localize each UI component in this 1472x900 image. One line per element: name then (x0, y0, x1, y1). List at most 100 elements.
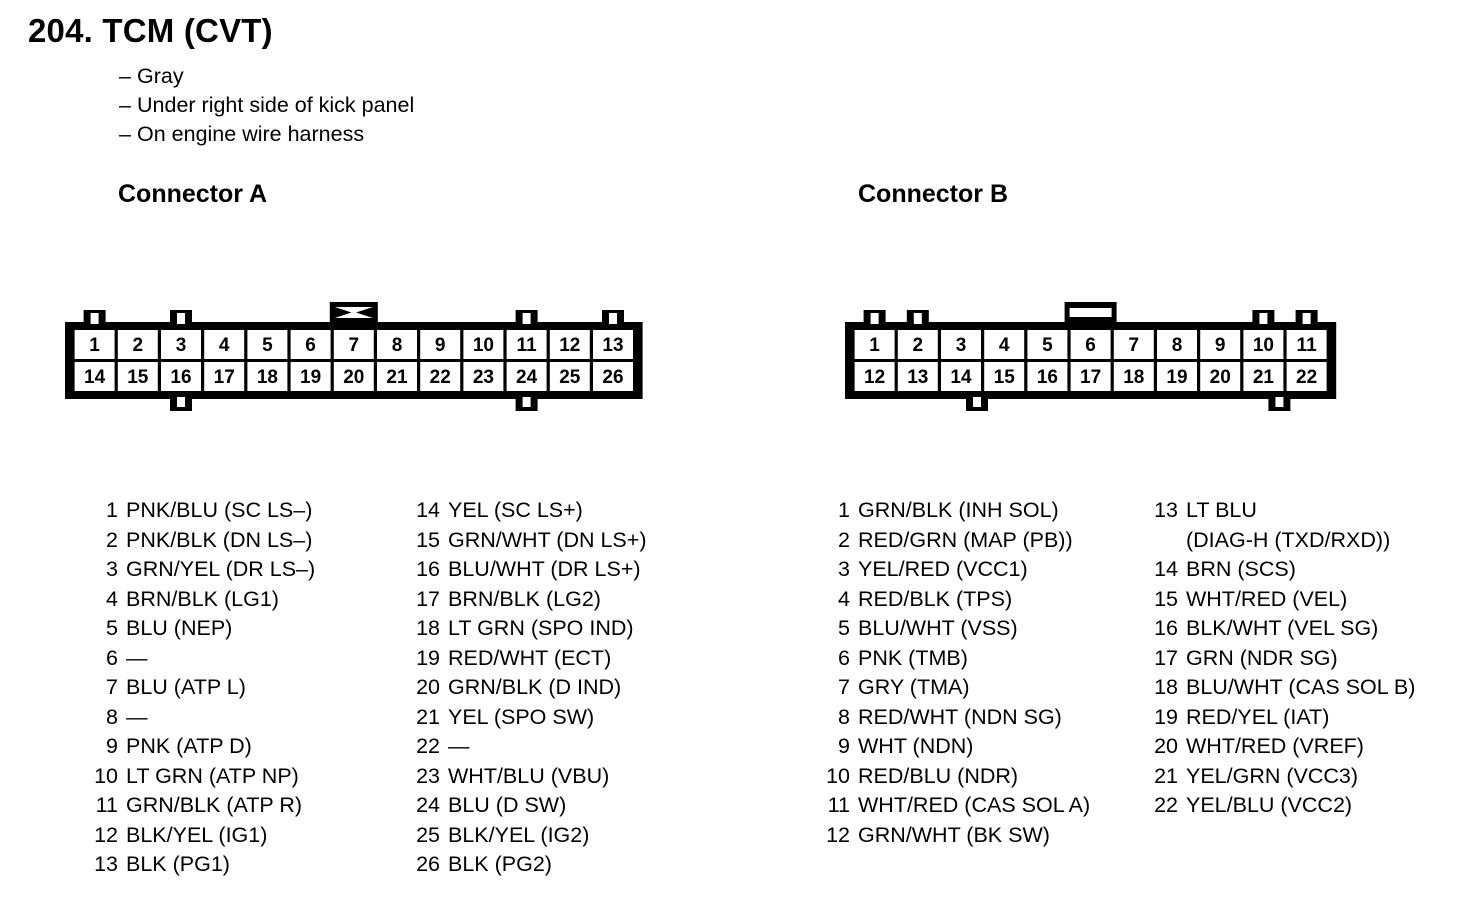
pin-label: BLK/YEL (IG1) (126, 822, 268, 847)
pin-cell-number: 10 (1253, 335, 1274, 356)
pin-label: WHT/RED (VEL) (1186, 586, 1348, 611)
pin-cell (1027, 362, 1068, 391)
pin-cell-number: 2 (133, 335, 144, 356)
pin-cell (593, 362, 633, 391)
pin-label: WHT/RED (CAS SOL A) (858, 793, 1091, 817)
pin-number: 8 (106, 704, 118, 729)
pin-label: GRN/BLK (INH SOL) (858, 498, 1059, 522)
pin-number: 18 (1154, 675, 1178, 699)
pin-cell-number: 20 (343, 367, 364, 388)
description-item: –Gray (119, 62, 414, 91)
keying-notch-slot (522, 397, 531, 407)
pin-cell-number: 15 (127, 367, 149, 388)
pin-cell-number: 16 (170, 367, 191, 388)
pin-number: 21 (1154, 763, 1178, 788)
pin-number: 22 (1154, 793, 1178, 817)
pin-number: 17 (416, 586, 440, 611)
description-item: –On engine wire harness (119, 120, 414, 149)
pin-cell-number: 5 (1042, 335, 1053, 356)
pin-number: 21 (416, 704, 440, 729)
pin-cell-number: 19 (1166, 367, 1187, 388)
pin-cell (549, 362, 590, 391)
lock-tab-slot (1069, 308, 1112, 317)
pin-number: 10 (94, 763, 118, 788)
pin-label: YEL/GRN (VCC3) (1186, 763, 1359, 788)
dash-marker: – (119, 64, 131, 88)
pin-cell-number: 11 (517, 335, 538, 356)
pin-label: WHT (NDN) (858, 734, 974, 758)
pin-label: BLU/WHT (VSS) (858, 616, 1018, 640)
pin-row: 19 RED/WHT (ECT) (410, 644, 647, 674)
pin-cell (1200, 330, 1241, 359)
pin-cell (333, 330, 374, 359)
pin-number: 23 (416, 763, 440, 788)
pin-number: 1 (106, 498, 118, 522)
connector-a-heading: Connector A (118, 180, 268, 208)
pin-cell (161, 362, 201, 391)
pin-number: 20 (416, 675, 440, 699)
pin-cell (1113, 362, 1154, 391)
keying-notch-slot (870, 313, 879, 324)
pin-cell-number: 7 (1129, 335, 1140, 356)
pin-number: 24 (416, 793, 440, 817)
pin-cell-number: 17 (1080, 367, 1101, 388)
connector-b-heading: Connector B (858, 180, 1008, 208)
pin-label: LT GRN (ATP NP) (126, 763, 299, 788)
keying-notch-slot (90, 313, 99, 324)
pin-label: RED/WHT (NDN SG) (858, 704, 1062, 729)
pin-cell (290, 330, 331, 359)
pin-label: — (126, 645, 148, 670)
pin-cell-number: 16 (1037, 367, 1058, 388)
pin-label: BRN/BLK (LG1) (126, 586, 279, 611)
pin-cell (290, 362, 331, 391)
pin-number: 9 (838, 734, 850, 758)
pin-label: PNK/BLK (DN LS–) (126, 527, 313, 552)
keying-notch-slot (177, 313, 185, 324)
pin-label: RED/WHT (ECT) (448, 645, 612, 670)
pin-number: 12 (826, 822, 850, 847)
pin-cell-number: 7 (349, 335, 360, 356)
pin-label: GRN/BLK (ATP R) (126, 793, 303, 817)
pin-number: 11 (95, 793, 118, 817)
pin-number: 19 (416, 645, 440, 670)
pin-number: 2 (838, 527, 850, 552)
pin-cell-number: 6 (1085, 335, 1096, 356)
description-text: On engine wire harness (137, 122, 365, 146)
pin-label: BLK (PG2) (448, 852, 552, 876)
pin-cell (941, 362, 981, 391)
pin-cell-number: 8 (392, 335, 403, 356)
pin-label: BLU (ATP L) (126, 675, 246, 699)
pin-number: 4 (838, 586, 850, 611)
pin-row: 9 WHT (NDN) (820, 732, 1090, 762)
pin-cell (984, 362, 1025, 391)
pin-cell (204, 362, 245, 391)
keying-notch-slot (973, 397, 981, 407)
pin-cell-number: 23 (473, 367, 494, 388)
pin-cell (377, 330, 417, 359)
dash-marker: – (119, 122, 131, 146)
pin-label: WHT/RED (VREF) (1186, 734, 1364, 758)
pin-cell (854, 330, 895, 359)
pin-row: 21 YEL/GRN (VCC3) (1148, 762, 1415, 792)
pin-cell-number: 4 (219, 335, 230, 356)
pin-label: BLK/WHT (VEL SG) (1186, 616, 1379, 640)
pin-cell (1286, 362, 1327, 391)
pin-row: 8— (88, 703, 315, 733)
pin-cell (984, 330, 1025, 359)
pin-cell (854, 362, 895, 391)
pin-number: 13 (94, 852, 118, 876)
